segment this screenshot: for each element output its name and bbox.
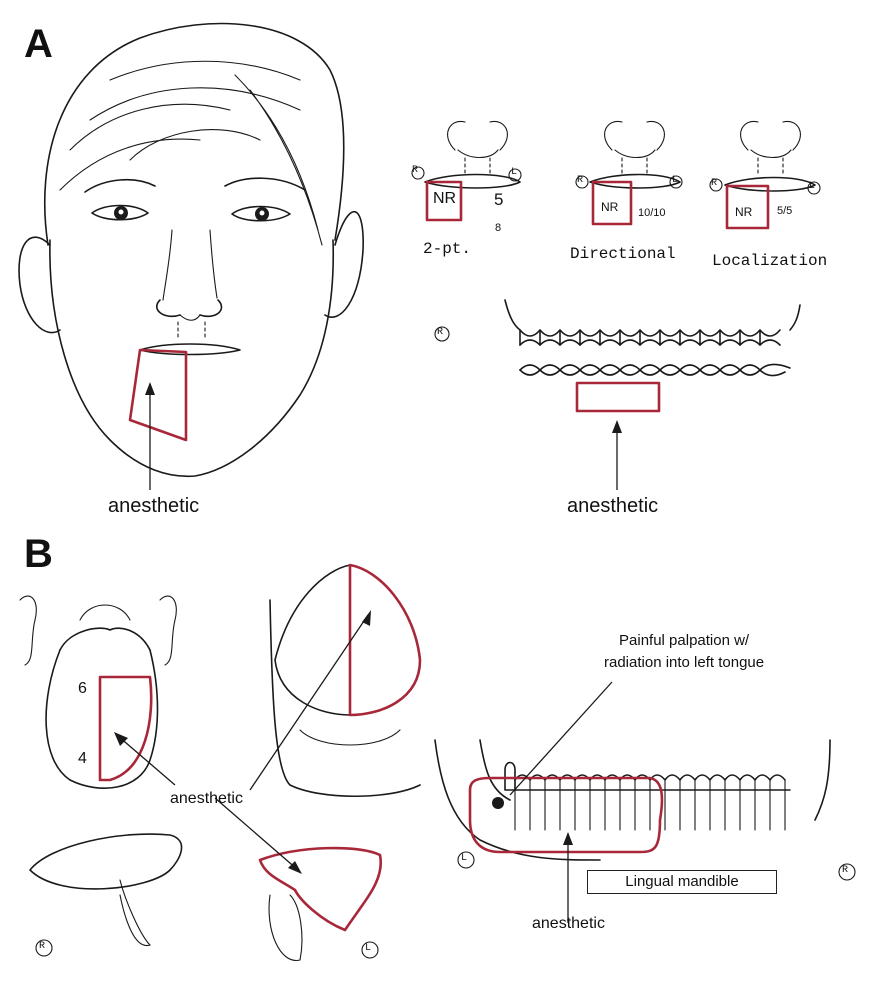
tongue-lateral-views — [30, 798, 381, 960]
dental-arch — [435, 300, 800, 490]
mandible-left-marker: L — [461, 853, 467, 864]
lip1-caption: 2-pt. — [423, 240, 471, 258]
panel-b-label: B — [24, 532, 53, 577]
lip3-value: 5/5 — [777, 205, 792, 217]
mandible-anesthetic-label: anesthetic — [532, 915, 605, 933]
face-drawing — [19, 24, 363, 490]
mandible-right-marker: R — [842, 865, 848, 876]
tongue-dorsal — [20, 596, 176, 788]
lip1-value-top: 5 — [494, 190, 503, 210]
tongue-value-bottom: 4 — [78, 750, 87, 768]
tongue-anterior — [250, 565, 420, 796]
lateral-right-marker: R — [39, 941, 45, 952]
palpation-note: Painful palpation w/ radiation into left… — [604, 630, 764, 674]
tongue-anesthetic-label: anesthetic — [170, 790, 243, 808]
dental-right-marker: R — [437, 327, 443, 338]
lip3-right-marker: R — [711, 178, 717, 189]
lip3-caption: Localization — [712, 252, 827, 270]
lip2-value: 10/10 — [638, 207, 666, 219]
lip1-value-bottom: 8 — [495, 222, 501, 234]
lip3-box-text: NR — [735, 205, 752, 219]
lip2-caption: Directional — [570, 245, 676, 263]
face-anesthetic-label: anesthetic — [108, 495, 199, 518]
lip2-right-marker: R — [577, 175, 583, 186]
lateral-left-marker: L — [365, 943, 371, 954]
dental-anesthetic-label: anesthetic — [567, 495, 658, 518]
lip1-left-marker: L — [511, 167, 517, 178]
tongue-value-top: 6 — [78, 680, 87, 698]
panel-a-label: A — [24, 22, 53, 67]
lip1-right-marker: R — [412, 165, 418, 176]
lip3-left-marker: L — [809, 181, 815, 192]
lip2-box-text: NR — [601, 200, 618, 214]
lip2-left-marker: L — [672, 175, 678, 186]
lip1-box-text: NR — [433, 190, 456, 208]
lingual-mandible-box: Lingual mandible — [587, 870, 777, 894]
